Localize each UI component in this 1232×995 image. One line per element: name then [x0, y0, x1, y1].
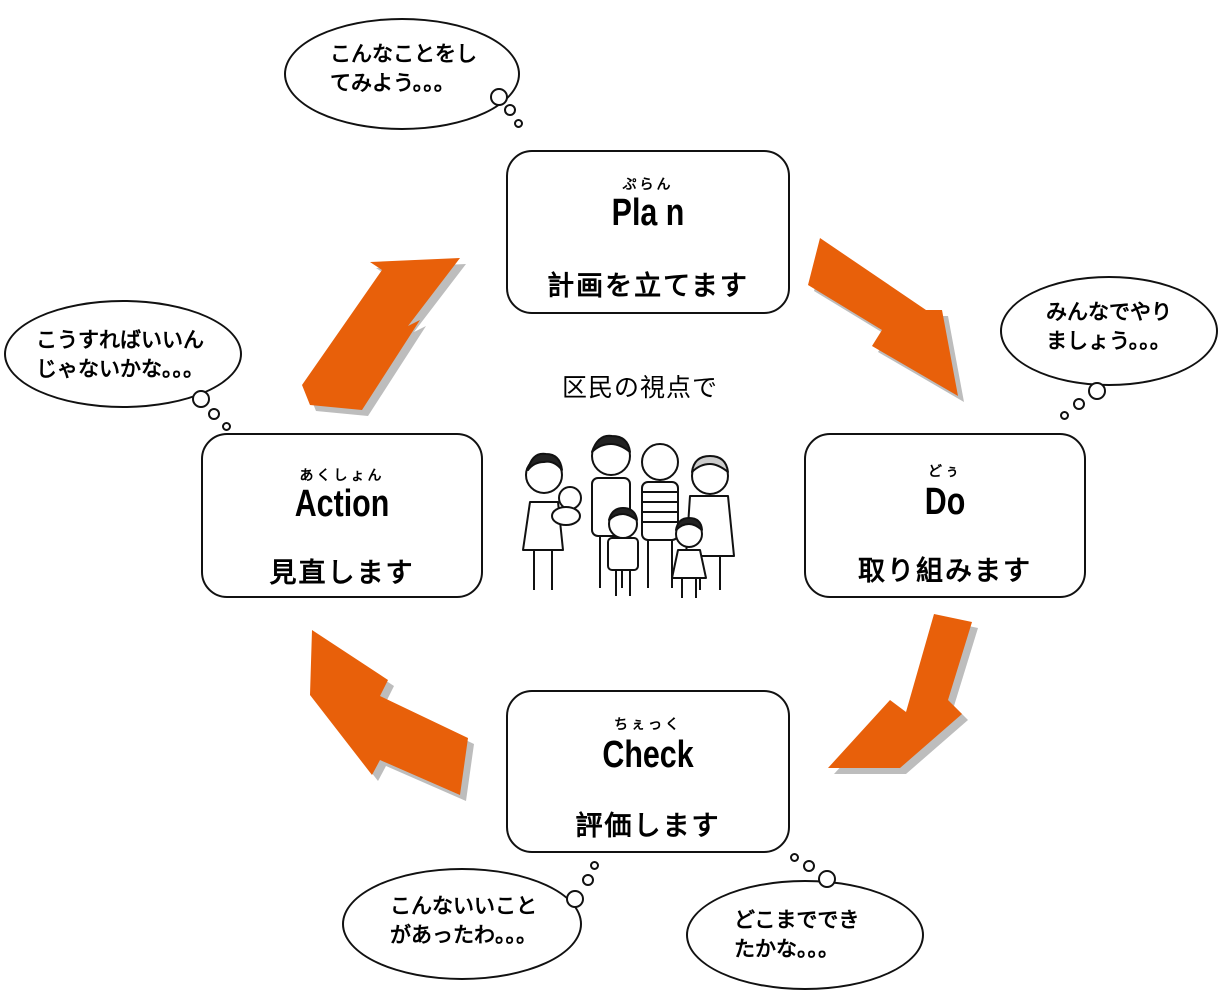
arrow-plan-to-do: [808, 238, 958, 396]
check-box: ちぇっく Check 評価します: [506, 690, 790, 853]
family-illustration: [522, 434, 735, 598]
action-bubble-dot: [192, 390, 210, 408]
do-bubble-dot: [1060, 411, 1069, 420]
check-right-bubble-dot: [818, 870, 836, 888]
plan-bubble-dot: [514, 119, 523, 128]
do-description: 取り組みます: [858, 556, 1032, 587]
action-bubble-text: こうすればいいん じゃないかな。。。: [36, 328, 204, 381]
do-bubble-dot: [1073, 398, 1085, 410]
arrow-check-to-action: [310, 630, 468, 795]
do-bubble-text: みんなでやり ましょう。。。: [1046, 300, 1172, 353]
plan-ruby: ぷらん: [622, 177, 674, 193]
do-ruby: どぅ: [928, 464, 962, 480]
action-bubble-dot: [222, 422, 231, 431]
action-ruby: あくしょん: [299, 468, 385, 484]
plan-box: ぷらん Pla n 計画を立てます: [506, 150, 790, 314]
check-right-bubble-dot: [790, 853, 799, 862]
plan-bubble-text: こんなことをし てみよう。。。: [330, 42, 477, 95]
do-title: Do: [924, 481, 966, 523]
action-bubble-dot: [208, 408, 220, 420]
action-box: あくしょん Action 見直します: [201, 433, 483, 598]
arrow-action-to-plan: [302, 258, 460, 410]
check-left-bubble-dot: [582, 874, 594, 886]
plan-title: Pla n: [611, 192, 685, 234]
action-title: Action: [294, 483, 390, 525]
arrow-do-to-check: [828, 614, 972, 768]
check-right-bubble-dot: [803, 860, 815, 872]
plan-bubble-dot: [504, 104, 516, 116]
action-description: 見直します: [269, 558, 415, 589]
plan-description: 計画を立てます: [547, 271, 749, 302]
check-left-thought-bubble: こんないいこと があったわ。。。: [342, 868, 582, 980]
check-ruby: ちぇっく: [614, 717, 682, 733]
do-bubble-dot: [1088, 382, 1106, 400]
plan-bubble-dot: [490, 88, 508, 106]
check-left-bubble-text: こんないいこと があったわ。。。: [390, 894, 537, 947]
check-left-bubble-dot: [566, 890, 584, 908]
check-description: 評価します: [575, 811, 721, 842]
check-left-bubble-dot: [590, 861, 599, 870]
do-box: どぅ Do 取り組みます: [804, 433, 1086, 598]
center-label: 区民の視点で: [561, 373, 718, 402]
check-title: Check: [602, 734, 694, 776]
do-thought-bubble: みんなでやり ましょう。。。: [1000, 276, 1218, 386]
plan-thought-bubble: こんなことをし てみよう。。。: [284, 18, 520, 130]
check-right-bubble-text: どこまででき たかな。。。: [734, 908, 860, 961]
check-right-thought-bubble: どこまででき たかな。。。: [686, 880, 924, 990]
